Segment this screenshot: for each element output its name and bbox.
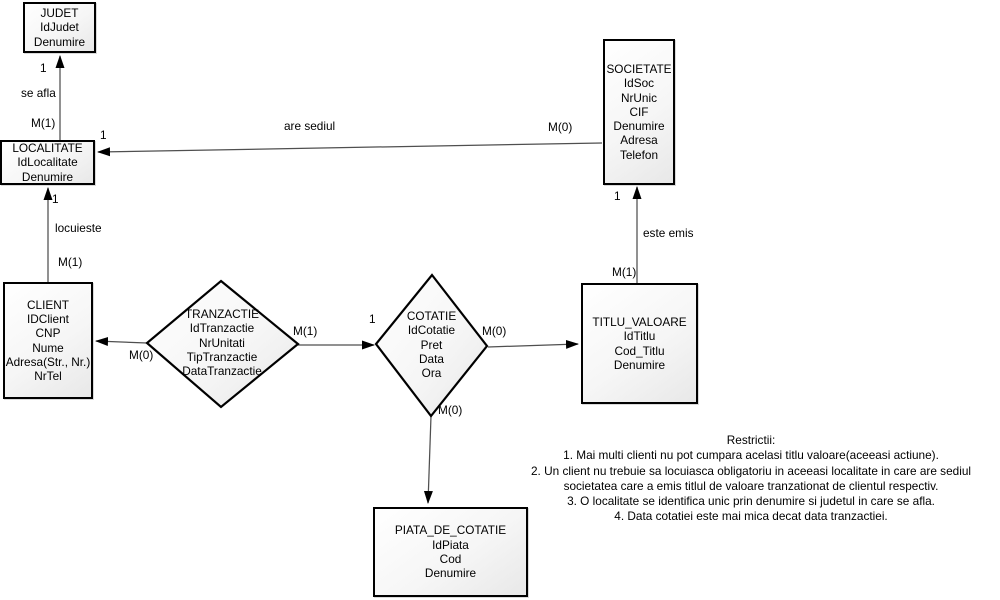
cardinality-este-emis-titlu: M(1) [612, 265, 637, 279]
cardinality-cotatie-piata: M(0) [438, 403, 463, 417]
cardinality-tranzactie-client: M(0) [129, 348, 154, 362]
cardinality-este-emis-societate: 1 [614, 189, 621, 203]
edge-locuieste-label: locuieste [55, 221, 102, 235]
edge-cotatie-titlu-line [487, 339, 579, 349]
cardinality-are-sediul-localitate: 1 [100, 128, 107, 142]
entity-client-name: CLIENT [27, 297, 69, 312]
edge-tranzactie-client-line [95, 336, 148, 346]
cardinality-se-afla-localitate: M(1) [31, 116, 56, 130]
relationship-tranzactie-diamond[interactable] [145, 279, 300, 409]
edge-are-sediul-line [97, 142, 603, 157]
entity-piata-de-cotatie-name: PIATA_DE_COTATIE [394, 523, 507, 538]
entity-societate-name: SOCIETATE [606, 61, 672, 76]
relationship-cotatie-diamond[interactable] [374, 273, 489, 418]
restrictions-title: Restrictii: [726, 433, 776, 447]
entity-localitate-name: LOCALITATE [12, 141, 83, 156]
cardinality-locuieste-localitate: 1 [52, 192, 59, 206]
entity-judet-name: JUDET [40, 6, 79, 21]
cardinality-tranzactie-cotatie-m: M(1) [293, 324, 318, 338]
cardinality-locuieste-client: M(1) [58, 255, 83, 269]
cardinality-cotatie-titlu: M(0) [482, 324, 507, 338]
restrictions-items: 1. Mai multi clienti nu pot cumpara acel… [530, 448, 972, 524]
edge-cotatie-piata-line [423, 415, 433, 504]
edge-are-sediul-label: are sediul [284, 119, 336, 133]
entity-titlu-valoare-name: TITLU_VALOARE [592, 314, 687, 329]
cardinality-tranzactie-cotatie-1: 1 [369, 312, 376, 326]
edge-se-afla-label: se afla [21, 86, 56, 100]
restrictions-note: Restrictii: 1. Mai multi clienti nu pot … [505, 433, 997, 525]
cardinality-se-afla-judet: 1 [40, 61, 47, 75]
cardinality-are-sediul-societate: M(0) [548, 120, 573, 134]
edge-este-emis-label: este emis [643, 226, 694, 240]
